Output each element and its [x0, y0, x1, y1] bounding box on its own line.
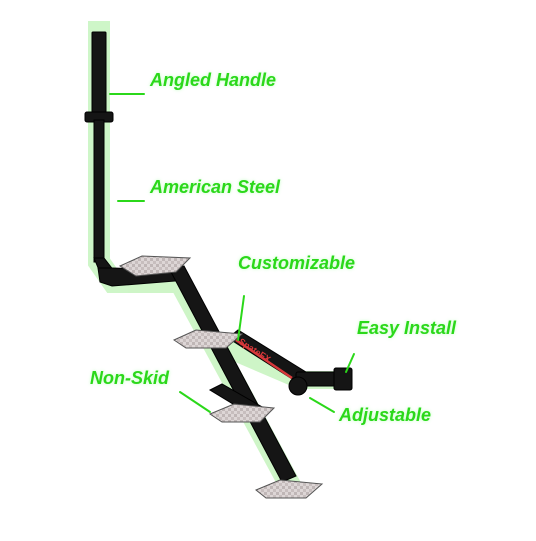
leader-non-skid — [179, 391, 211, 413]
callout-american-steel: American Steel — [150, 177, 281, 197]
step-pad-bottom — [255, 479, 324, 499]
adjust-knob — [288, 376, 308, 396]
callout-angled-handle: Angled Handle — [150, 70, 277, 90]
callout-easy-install: Easy Install — [357, 318, 457, 338]
step-pad-lower-mid — [208, 403, 276, 423]
callout-customizable: Customizable — [238, 253, 356, 273]
mount-bracket — [333, 367, 353, 391]
step-pads — [118, 255, 324, 499]
step-pad-upper-mid — [172, 329, 244, 349]
vertical-post — [93, 119, 105, 263]
callout-adjustable: Adjustable — [339, 405, 432, 425]
handle-tube — [91, 31, 107, 117]
leader-easy-install — [345, 353, 355, 373]
callout-non-skid: Non-Skid — [90, 368, 169, 388]
step-pad-top — [118, 255, 192, 277]
leader-adjustable — [309, 397, 335, 413]
leader-customizable — [237, 295, 245, 341]
leader-lines — [109, 93, 355, 413]
